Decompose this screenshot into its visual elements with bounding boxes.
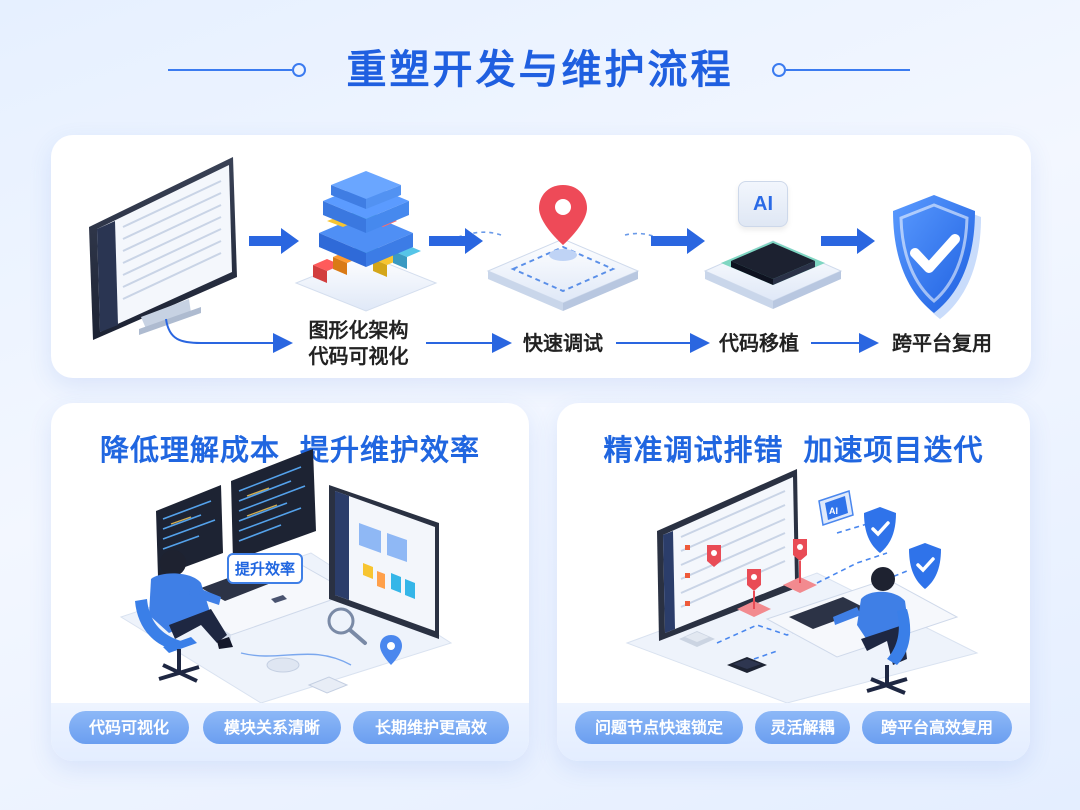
left-monitors-icon: [156, 449, 316, 577]
title-right-dot: [772, 63, 786, 77]
title-left-dot: [292, 63, 306, 77]
debugging-title-b: 加速项目迭代: [803, 433, 984, 467]
developer-person-icon: [135, 550, 233, 683]
location-pin-icon: [380, 635, 402, 665]
flow-illustration: [89, 157, 981, 353]
shield-icons: [864, 507, 941, 589]
step-4-label: 跨平台复用: [877, 330, 1007, 356]
maintenance-card-title: 降低理解成本提升维护效率: [51, 427, 529, 469]
right-monitor-icon: [329, 485, 439, 639]
efficiency-callout: 提升效率: [227, 553, 304, 584]
maintenance-title-a: 降低理解成本: [99, 433, 280, 467]
chip-icon: [703, 240, 843, 309]
debug-pin-icon: [430, 185, 684, 311]
pill-cross-platform-reuse: 跨平台高效复用: [862, 711, 1012, 744]
debug-pins-icon: [707, 539, 817, 617]
router-device-icon: [266, 657, 300, 673]
flow-arrows: [249, 228, 875, 254]
pill-flexible-decoupling: 灵活解耦: [755, 711, 850, 744]
step-4-line1: 跨平台复用: [892, 331, 992, 355]
shield-check-icon: [893, 195, 981, 319]
step-1-line1: 图形化架构: [308, 318, 409, 342]
debugging-title-a: 精准调试排错: [603, 433, 784, 467]
debugging-card: 精准调试排错加速项目迭代: [557, 403, 1030, 761]
debugging-desk-illustration: AI: [625, 469, 979, 703]
ai-badge: AI: [738, 181, 788, 227]
magnifier-icon: [327, 607, 367, 645]
ai-chip-badge-icon: AI: [818, 490, 854, 526]
step-3-label: 代码移植: [707, 330, 811, 356]
maintenance-title-b: 提升维护效率: [300, 433, 481, 467]
debugging-pill-row: 问题节点快速锁定 灵活解耦 跨平台高效复用: [557, 703, 1030, 761]
page-title: 重塑开发与维护流程: [346, 47, 734, 93]
maintenance-card: 降低理解成本提升维护效率: [51, 403, 529, 761]
pill-code-visualization: 代码可视化: [69, 711, 189, 744]
step-1-line2: 代码可视化: [308, 344, 409, 368]
step-2-line1: 快速调试: [523, 331, 603, 355]
pill-node-locate: 问题节点快速锁定: [575, 711, 743, 744]
title-right-line: [786, 69, 910, 71]
ai-badge-text: AI: [753, 193, 773, 215]
debugging-person-icon: [833, 567, 911, 695]
debug-monitor-icon: [657, 469, 799, 641]
flow-card: AI 图形化架构 代码可视化 快速调试 代码移植 跨平台复用: [51, 135, 1031, 378]
debugging-card-title: 精准调试排错加速项目迭代: [557, 427, 1030, 469]
floor-chips-icon: [679, 631, 767, 673]
title-row: 重塑开发与维护流程: [0, 40, 1080, 100]
pill-module-relations: 模块关系清晰: [203, 711, 341, 744]
monitor-icon: [89, 157, 237, 340]
hub-device-icon: [307, 676, 349, 694]
flow-line-1: [165, 318, 293, 353]
maintenance-pill-row: 代码可视化 模块关系清晰 长期维护更高效: [51, 703, 529, 761]
layers-icon: [294, 171, 438, 312]
connection-lines: [716, 520, 908, 666]
step-2-label: 快速调试: [511, 330, 615, 356]
step-1-label: 图形化架构 代码可视化: [291, 317, 426, 369]
pill-long-term-maintenance: 长期维护更高效: [353, 711, 509, 744]
step-3-line1: 代码移植: [719, 331, 799, 355]
svg-text:AI: AI: [829, 506, 838, 516]
title-left-line: [168, 69, 292, 71]
developer-desk-illustration: [119, 449, 453, 703]
keyboard-icon: [789, 597, 867, 629]
efficiency-callout-text: 提升效率: [235, 560, 296, 578]
